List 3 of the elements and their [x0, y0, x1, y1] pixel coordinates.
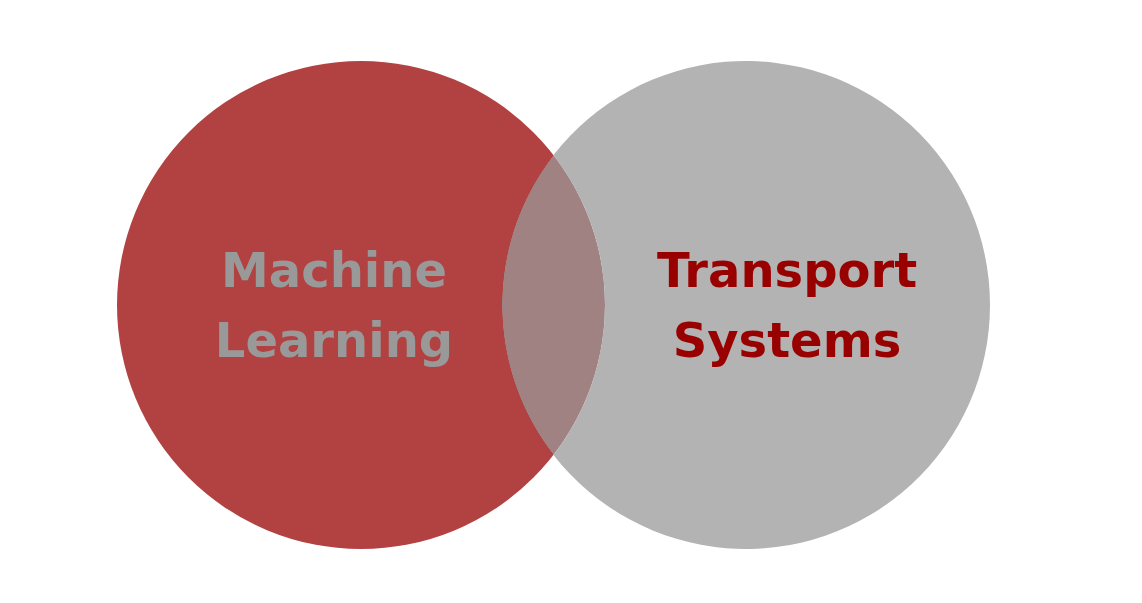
venn-circle	[117, 61, 605, 549]
circle-label: Transport Systems	[655, 241, 919, 370]
circle-label: Machine Learning	[213, 241, 455, 370]
